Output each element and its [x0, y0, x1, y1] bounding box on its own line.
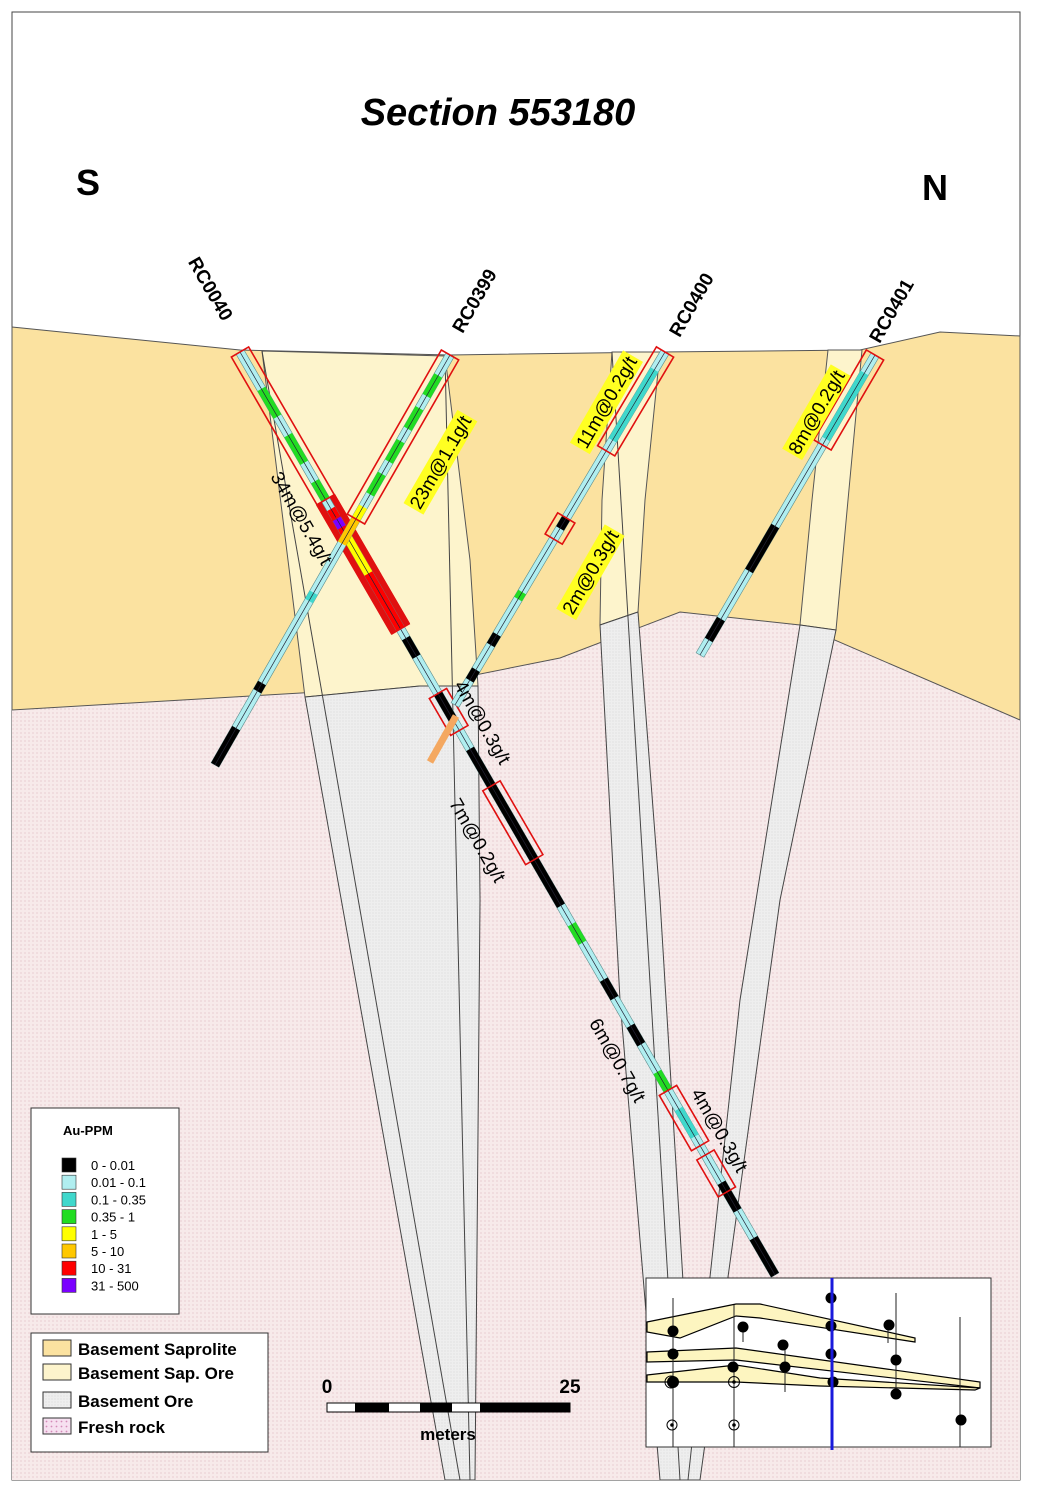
au-legend-swatch	[61, 1209, 77, 1224]
intercept-box	[346, 348, 460, 526]
au-legend-title: Au-PPM	[63, 1123, 113, 1138]
intercept-box	[544, 511, 576, 546]
au-legend-label: 10 - 31	[91, 1261, 131, 1276]
lithology-label: Fresh rock	[78, 1418, 165, 1437]
au-legend-label: 0.01 - 0.1	[91, 1175, 146, 1190]
scale-start: 0	[322, 1377, 333, 1398]
au-legend-label: 31 - 500	[91, 1278, 139, 1293]
au-legend-swatch	[61, 1157, 77, 1173]
drillhole-rc0400	[450, 345, 675, 708]
au-legend-label: 0.1 - 0.35	[91, 1192, 146, 1207]
intercept-box	[315, 493, 411, 636]
lithology-swatch	[42, 1339, 72, 1357]
au-legend-swatch	[61, 1278, 77, 1293]
lithology-swatch	[42, 1417, 72, 1435]
intercept-box	[481, 779, 544, 866]
scale-unit: meters	[420, 1425, 476, 1444]
section-title: Section 553180	[361, 92, 636, 134]
au-legend-swatch	[61, 1260, 77, 1276]
intercept-box	[695, 1148, 737, 1199]
lithology-label: Basement Saprolite	[78, 1340, 237, 1359]
au-ppm-legend: Au-PPM 0 - 0.01 0.01 - 0.1 0.1 - 0.35 0.35 …	[30, 1107, 180, 1315]
scale-end: 25	[559, 1377, 581, 1398]
lithology-label: Basement Ore	[78, 1392, 193, 1411]
intercept-box	[658, 1084, 710, 1152]
drillhole-rc0401	[695, 348, 885, 658]
au-legend-swatch	[61, 1174, 77, 1190]
compass-north: N	[922, 167, 948, 208]
lithology-swatch	[42, 1391, 72, 1409]
compass-south: S	[76, 162, 100, 203]
basement-ore-zone	[304, 685, 481, 1481]
intercept-box	[596, 345, 675, 458]
au-legend-swatch	[61, 1243, 77, 1259]
drillhole-rc0399	[210, 348, 460, 768]
lithology-label: Basement Sap. Ore	[78, 1364, 234, 1383]
drillhole-rc0040	[230, 345, 780, 1278]
scale-bar: 0 25 meters	[322, 1377, 581, 1444]
inset-map	[645, 1277, 992, 1450]
au-legend-label: 5 - 10	[91, 1244, 124, 1259]
drillhole-stub	[426, 714, 460, 764]
au-legend-swatch	[61, 1192, 77, 1207]
au-legend-label: 1 - 5	[91, 1227, 117, 1242]
lithology-swatch	[42, 1363, 72, 1381]
intercept-box	[428, 687, 470, 737]
intercept-box	[812, 348, 885, 452]
au-legend-swatch	[61, 1226, 77, 1242]
au-legend-label: 0.35 - 1	[91, 1210, 135, 1225]
au-legend-label: 0 - 0.01	[91, 1158, 135, 1173]
basement-ore-zone	[687, 624, 837, 1481]
